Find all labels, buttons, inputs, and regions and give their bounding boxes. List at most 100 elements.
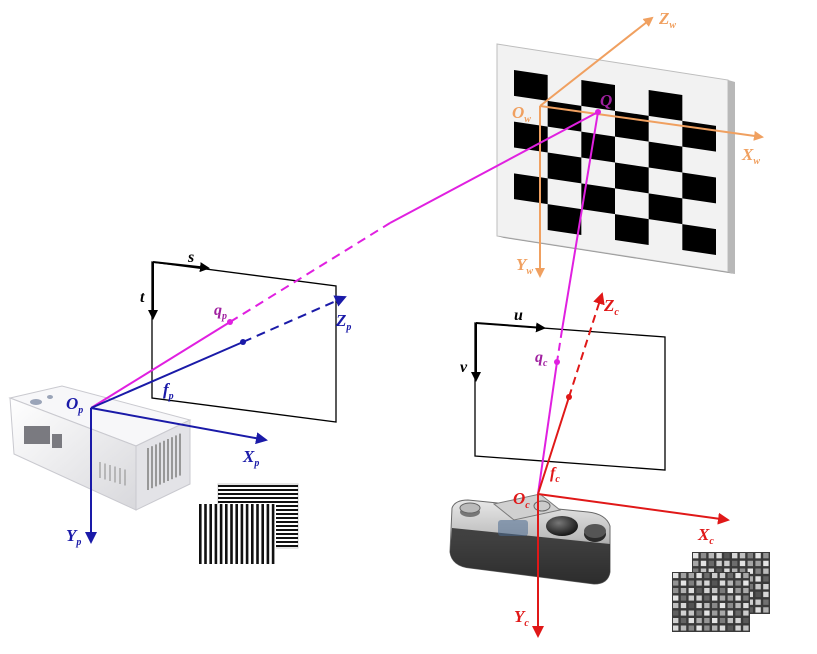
captured-cell	[755, 607, 761, 613]
projector-ray-dashed	[229, 222, 391, 323]
image-point-qc	[554, 359, 560, 365]
captured-cell	[696, 610, 702, 616]
captured-cell	[688, 580, 694, 586]
captured-cell	[719, 625, 726, 631]
captured-cell	[712, 625, 718, 631]
captured-cell	[680, 580, 687, 586]
camera-x-axis	[537, 493, 730, 525]
captured-cell	[696, 625, 702, 631]
captured-cell	[708, 568, 714, 574]
projector-image-point-label: qp	[214, 302, 227, 322]
projector-ray-solid	[90, 321, 231, 409]
checker-square	[547, 152, 582, 184]
checker-square	[615, 162, 649, 194]
captured-cell	[747, 584, 753, 590]
plane-s-label: s	[187, 249, 194, 266]
world-y-label: Yw	[516, 255, 533, 277]
captured-cell	[724, 553, 730, 559]
captured-cell	[696, 603, 702, 609]
camera-ray-dashed	[556, 329, 563, 363]
captured-cell	[735, 580, 741, 586]
captured-cell	[727, 573, 733, 579]
captured-cell	[743, 618, 749, 624]
projector-x-label: Xp	[242, 447, 259, 469]
captured-cell	[704, 618, 710, 624]
captured-cell	[763, 591, 769, 598]
captured-cell	[755, 553, 761, 559]
plane-u-label: u	[514, 307, 523, 324]
captured-cell	[755, 560, 761, 567]
projector-z-axis-dashed	[242, 295, 347, 343]
captured-cell	[727, 588, 733, 594]
captured-cell	[735, 588, 741, 594]
captured-cell	[712, 580, 718, 586]
checker-square	[581, 80, 615, 111]
captured-cell	[727, 618, 733, 624]
captured-cell	[693, 553, 699, 559]
camera-z-axis-dashed	[568, 292, 605, 398]
captured-cell	[755, 584, 761, 590]
captured-cell	[712, 618, 718, 624]
captured-cell	[688, 625, 694, 631]
camera-ray-upper	[561, 111, 599, 331]
projector-x-axis	[90, 407, 268, 445]
captured-cell	[712, 610, 718, 616]
captured-cell	[693, 560, 699, 567]
captured-cell	[704, 588, 710, 594]
captured-cell	[727, 625, 733, 631]
camera-origin-label: Oc	[513, 489, 530, 511]
captured-cell	[708, 553, 714, 559]
captured-cell	[719, 573, 726, 579]
captured-cell	[724, 568, 730, 574]
checker-square	[648, 90, 683, 121]
captured-cell	[693, 568, 699, 574]
captured-cell	[755, 591, 761, 598]
captured-cell	[755, 568, 761, 574]
world-point-q	[595, 109, 601, 115]
captured-cell	[680, 573, 687, 579]
captured-cell	[673, 610, 679, 616]
captured-cell	[673, 625, 679, 631]
fringe-stripe	[218, 493, 298, 495]
captured-cell	[680, 625, 687, 631]
world-origin-label: Ow	[512, 103, 531, 125]
captured-cell	[700, 560, 707, 567]
projector-origin-label: Op	[66, 394, 83, 416]
captured-cell	[704, 573, 710, 579]
plane-u-axis	[475, 322, 546, 333]
checkerboard-target	[496, 43, 735, 274]
captured-cell	[712, 588, 718, 594]
captured-cell	[719, 618, 726, 624]
projector-z-axis-solid	[90, 341, 244, 409]
fringe-stripe	[266, 504, 270, 564]
captured-cell	[763, 576, 769, 582]
captured-cell	[680, 610, 687, 616]
captured-cell	[688, 618, 694, 624]
captured-cell	[719, 588, 726, 594]
captured-cell	[704, 603, 710, 609]
plane-s-axis	[152, 261, 210, 273]
captured-cell	[763, 607, 769, 613]
checker-square	[682, 224, 716, 255]
checker-square	[581, 131, 615, 163]
checker-square	[514, 173, 548, 205]
captured-cell	[739, 553, 746, 559]
plane-t-label: t	[140, 289, 145, 306]
captured-cell	[673, 595, 679, 601]
checker-square	[648, 141, 683, 173]
fringe-stripe	[199, 504, 202, 564]
captured-cell	[735, 603, 741, 609]
captured-cell	[739, 568, 746, 574]
fringe-stripe	[219, 504, 223, 564]
checker-square	[514, 70, 548, 101]
captured-cell	[673, 618, 679, 624]
captured-cell	[673, 588, 679, 594]
checker-square	[648, 193, 683, 225]
captured-cell	[755, 599, 761, 605]
captured-cell	[688, 588, 694, 594]
camera-axes	[532, 292, 730, 638]
captured-cell	[673, 573, 679, 579]
captured-cell	[763, 584, 769, 590]
captured-cell	[704, 580, 710, 586]
captured-cell	[680, 603, 687, 609]
